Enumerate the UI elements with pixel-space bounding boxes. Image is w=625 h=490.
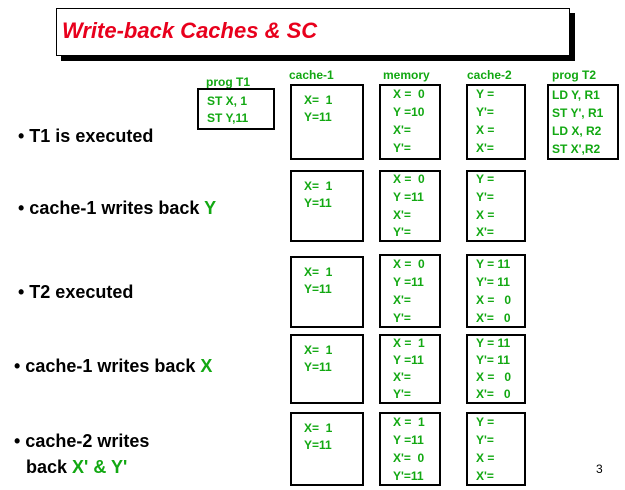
cache-2-value: X'= [476,225,494,239]
step-label-text: • cache-1 writes back [18,198,200,218]
header-prog-t1: prog T1 [206,75,250,89]
memory-box: X = 1 Y =11 X'= Y'= [379,334,441,404]
prog-t1-line: ST X, 1 [207,94,248,108]
cache-2-value: Y'= [476,190,494,204]
header-prog-t2: prog T2 [552,68,596,82]
memory-box: X = 1 Y =11 X'= 0 Y'=11 [379,412,441,486]
cache-1-box: X= 1 Y=11 [290,84,364,160]
prog-t2-line: LD Y, R1 [552,88,600,102]
cache-2-value: Y = [476,87,495,101]
memory-value: Y'= [393,311,411,325]
prog-t1-line: ST Y,11 [207,111,249,125]
title-box [56,8,570,56]
step-label-text: back [26,457,68,477]
memory-value: Y =11 [393,433,424,447]
cache-1-value: X= 1 [304,343,333,357]
cache-2-box: Y = Y'= X = X'= [466,412,526,486]
memory-value: X'= [393,293,411,307]
cache-1-value: Y=11 [304,360,332,374]
step-label: • T2 executed [18,280,133,304]
memory-value: X = 0 [393,87,425,101]
header-cache-2: cache-2 [467,68,512,82]
cache-1-box: X= 1 Y=11 [290,170,364,242]
memory-value: X = 0 [393,257,425,271]
cache-2-box: Y = 11 Y'= 11 X = 0 X'= 0 [466,254,526,328]
cache-1-value: X= 1 [304,421,333,435]
page-number: 3 [596,462,603,476]
step-label-highlight: X' & Y' [72,457,128,477]
step-label-text: • cache-2 writes [14,431,150,451]
cache-1-value: Y=11 [304,196,332,210]
cache-1-value: X= 1 [304,265,333,279]
cache-1-value: Y=11 [304,282,332,296]
memory-box: X = 0 Y =11 X'= Y'= [379,170,441,242]
prog-t2-box: LD Y, R1 ST Y', R1 LD X, R2 ST X',R2 [547,84,619,160]
cache-2-value: Y'= 11 [476,353,510,367]
cache-2-value: X'= 0 [476,311,511,325]
memory-value: X'= [393,370,411,384]
header-memory: memory [383,68,430,82]
cache-1-value: Y=11 [304,438,332,452]
header-cache-1: cache-1 [289,68,334,82]
cache-1-box: X= 1 Y=11 [290,334,364,404]
step-label-text: • T2 executed [18,282,134,302]
cache-2-value: X'= [476,141,494,155]
step-label: • T1 is executed [18,124,153,148]
cache-2-value: X'= 0 [476,387,511,401]
cache-1-value: X= 1 [304,179,333,193]
cache-2-value: Y = [476,172,495,186]
memory-value: Y'= [393,141,411,155]
step-label-highlight: X [200,356,213,376]
step-label: • cache-1 writes back Y [18,196,216,220]
cache-2-value: X'= [476,469,494,483]
prog-t2-line: LD X, R2 [552,124,602,138]
memory-value: X = 1 [393,336,425,350]
slide-title: Write-back Caches & SC [62,18,318,43]
memory-value: Y'= [393,387,411,401]
prog-t2-line: ST Y', R1 [552,106,604,120]
cache-1-value: X= 1 [304,93,333,107]
cache-2-value: Y'= [476,433,494,447]
cache-1-box: X= 1 Y=11 [290,256,364,328]
memory-box: X = 0 Y =11 X'= Y'= [379,254,441,328]
memory-value: X = 0 [393,172,425,186]
memory-value: X'= 0 [393,451,425,465]
step-label-text: • cache-1 writes back [14,356,196,376]
cache-1-value: Y=11 [304,110,332,124]
memory-box: X = 0 Y =10 X'= Y'= [379,84,441,160]
memory-value: Y'=11 [393,469,424,483]
step-label-text: • T1 is executed [18,126,154,146]
cache-2-value: X = [476,208,495,222]
cache-2-value: X = [476,451,495,465]
cache-2-value: Y = [476,415,495,429]
cache-2-box: Y = Y'= X = X'= [466,84,526,160]
cache-2-value: X = 0 [476,370,512,384]
step-label-highlight: Y [204,198,217,218]
memory-value: Y =11 [393,353,424,367]
memory-value: X'= [393,123,411,137]
step-label: • cache-2 writes back X' & Y' [14,428,149,480]
prog-t1-box: ST X, 1 ST Y,11 [197,88,275,130]
cache-2-value: X = [476,123,495,137]
cache-2-value: Y = 11 [476,336,511,350]
memory-value: X = 1 [393,415,425,429]
cache-2-box: Y = Y'= X = X'= [466,170,526,242]
cache-1-box: X= 1 Y=11 [290,412,364,486]
prog-t2-line: ST X',R2 [552,142,601,156]
memory-value: X'= [393,208,411,222]
cache-2-box: Y = 11 Y'= 11 X = 0 X'= 0 [466,334,526,404]
cache-2-value: Y'= 11 [476,275,510,289]
memory-value: Y'= [393,225,411,239]
cache-2-value: X = 0 [476,293,512,307]
step-label: • cache-1 writes back X [14,354,212,378]
memory-value: Y =11 [393,190,424,204]
cache-2-value: Y'= [476,105,494,119]
memory-value: Y =10 [393,105,425,119]
memory-value: Y =11 [393,275,424,289]
cache-2-value: Y = 11 [476,257,511,271]
